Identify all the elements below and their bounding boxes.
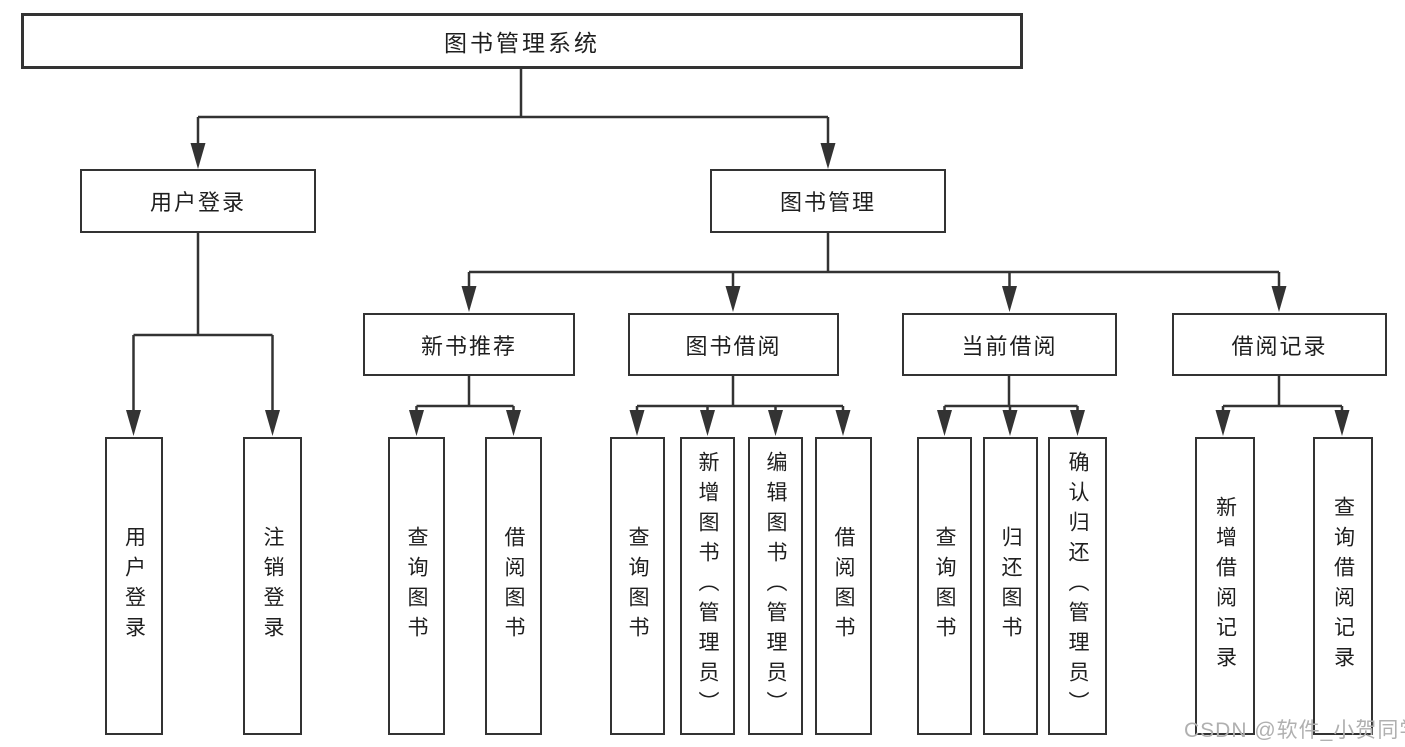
leaf-query-books-2-label: 查询图书 <box>626 526 649 646</box>
leaf-borrow-books-2-label: 借阅图书 <box>832 526 855 646</box>
leaf-return-books-label: 归还图书 <box>999 526 1022 646</box>
node-library-management-system-label: 图书管理系统 <box>444 30 600 56</box>
node-borrow-records: 借阅记录 <box>1172 313 1387 376</box>
leaf-query-books-2: 查询图书 <box>610 437 665 735</box>
leaf-user-login: 用户登录 <box>105 437 163 735</box>
leaf-borrow-books-1: 借阅图书 <box>485 437 542 735</box>
csdn-watermark: CSDN @软件_小贺同学 <box>1184 719 1405 742</box>
node-current-borrowing-label: 当前借阅 <box>961 333 1058 359</box>
node-book-borrowing: 图书借阅 <box>628 313 839 376</box>
node-new-book-recommend-label: 新书推荐 <box>420 333 517 359</box>
node-user-login-label: 用户登录 <box>149 190 246 215</box>
node-book-management-label: 图书管理 <box>779 190 876 215</box>
leaf-borrow-books-2: 借阅图书 <box>815 437 872 735</box>
leaf-user-login-label: 用户登录 <box>122 526 146 646</box>
leaf-borrow-books-1-label: 借阅图书 <box>502 526 525 646</box>
leaf-query-books-1-label: 查询图书 <box>405 526 428 646</box>
leaf-edit-books-admin: 编辑图书（管理员） <box>748 437 803 735</box>
leaf-query-books-1: 查询图书 <box>388 437 445 735</box>
leaf-add-books-admin-label: 新增图书（管理员） <box>696 451 719 721</box>
leaf-confirm-return-admin: 确认归还（管理员） <box>1048 437 1107 735</box>
leaf-add-borrow-record: 新增借阅记录 <box>1195 437 1255 735</box>
leaf-add-borrow-record-label: 新增借阅记录 <box>1213 496 1237 676</box>
node-library-management-system: 图书管理系统 <box>21 13 1023 69</box>
leaf-query-borrow-record: 查询借阅记录 <box>1313 437 1373 735</box>
leaf-confirm-return-admin-label: 确认归还（管理员） <box>1066 451 1089 721</box>
leaf-return-books: 归还图书 <box>983 437 1038 735</box>
leaf-edit-books-admin-label: 编辑图书（管理员） <box>764 451 787 721</box>
node-borrow-records-label: 借阅记录 <box>1231 333 1328 359</box>
node-user-login: 用户登录 <box>80 169 316 233</box>
leaf-add-books-admin: 新增图书（管理员） <box>680 437 735 735</box>
leaf-query-books-3-label: 查询图书 <box>933 526 956 646</box>
leaf-logout: 注销登录 <box>243 437 302 735</box>
node-current-borrowing: 当前借阅 <box>902 313 1117 376</box>
leaf-query-borrow-record-label: 查询借阅记录 <box>1331 496 1355 676</box>
node-new-book-recommend: 新书推荐 <box>363 313 575 376</box>
node-book-borrowing-label: 图书借阅 <box>685 333 782 359</box>
leaf-query-books-3: 查询图书 <box>917 437 972 735</box>
node-book-management: 图书管理 <box>710 169 946 233</box>
leaf-logout-label: 注销登录 <box>261 526 284 646</box>
